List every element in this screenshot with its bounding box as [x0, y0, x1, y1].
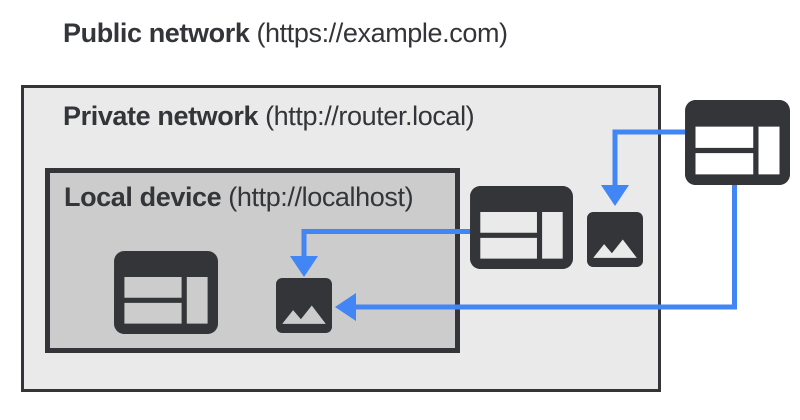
private-network-url: (http://router.local): [265, 101, 475, 131]
public-network-url: (https://example.com): [256, 18, 508, 48]
private-network-box: Private network(http://router.local) Loc…: [21, 85, 661, 392]
local-image-icon: [276, 278, 332, 333]
private-browser-window-icon: [470, 186, 573, 269]
private-network-name: Private network: [63, 101, 259, 131]
public-network-name: Public network: [63, 18, 250, 48]
private-network-label: Private network(http://router.local): [63, 101, 475, 131]
public-browser-window-icon: [685, 100, 790, 185]
public-network-label: Public network(https://example.com): [63, 20, 508, 47]
local-device-label: Local device(http://localhost): [64, 182, 414, 212]
private-image-icon: [587, 212, 643, 267]
local-device-box: Local device(http://localhost): [45, 168, 460, 353]
local-device-url: (http://localhost): [228, 182, 414, 212]
local-device-name: Local device: [64, 182, 222, 212]
local-browser-window-icon: [114, 251, 218, 334]
